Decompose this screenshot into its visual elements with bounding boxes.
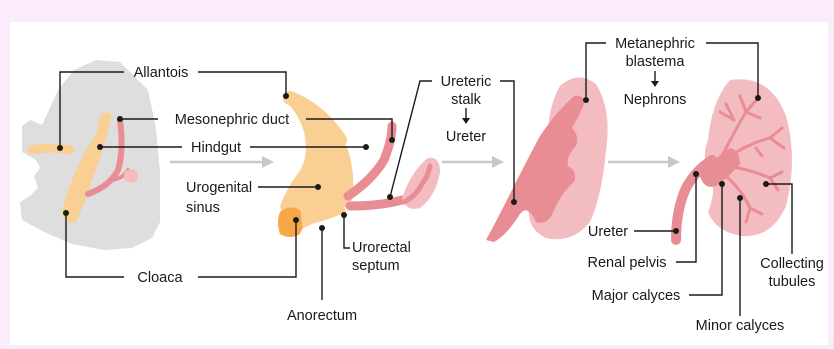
label-ureter-stage3: Ureter [446,129,486,145]
label-renal-pelvis: Renal pelvis [588,255,667,271]
label-urogenital-sinus-line1: Urogenital [186,180,252,196]
label-anorectum: Anorectum [287,308,357,324]
label-major-calyces: Major calyces [592,288,681,304]
label-ureter-stage4: Ureter [588,224,628,240]
stage3-ureteric-bud [486,77,608,242]
label-metanephric-blastema-line1: Metanephric [615,36,695,52]
down-arrow-icon [462,108,470,124]
right-arrow-icon [170,156,274,168]
hindgut-stage1 [32,148,70,150]
ureteric-stalk-stage2 [350,200,402,206]
label-urorectal-septum-line2: septum [352,258,400,274]
label-collecting-tubules-line1: Collecting [760,256,824,272]
label-allantois: Allantois [134,65,189,81]
label-cloaca: Cloaca [137,270,183,286]
label-minor-calyces: Minor calyces [696,318,785,334]
label-urorectal-septum-line1: Urorectal [352,240,411,256]
stage2-sinus [278,97,440,237]
anorectum-stage2 [278,207,303,237]
label-urogenital-sinus-line2: sinus [186,200,220,216]
label-collecting-tubules-line2: tubules [769,274,816,290]
label-ureteric-stalk-line2: stalk [451,92,482,108]
down-arrow-icon [651,71,659,87]
right-arrow-icon [608,156,680,168]
right-arrow-icon [442,156,504,168]
label-hindgut: Hindgut [191,140,241,156]
label-metanephric-blastema-line2: blastema [626,54,686,70]
stage1-embryo [20,60,160,250]
label-mesonephric-duct: Mesonephric duct [175,112,289,128]
label-nephrons: Nephrons [624,92,687,108]
stage4-kidney [676,79,792,240]
mesonephric-duct-stage2 [348,126,392,196]
metanephros-stage1 [124,169,138,183]
label-ureteric-stalk-line1: Ureteric [441,74,492,90]
